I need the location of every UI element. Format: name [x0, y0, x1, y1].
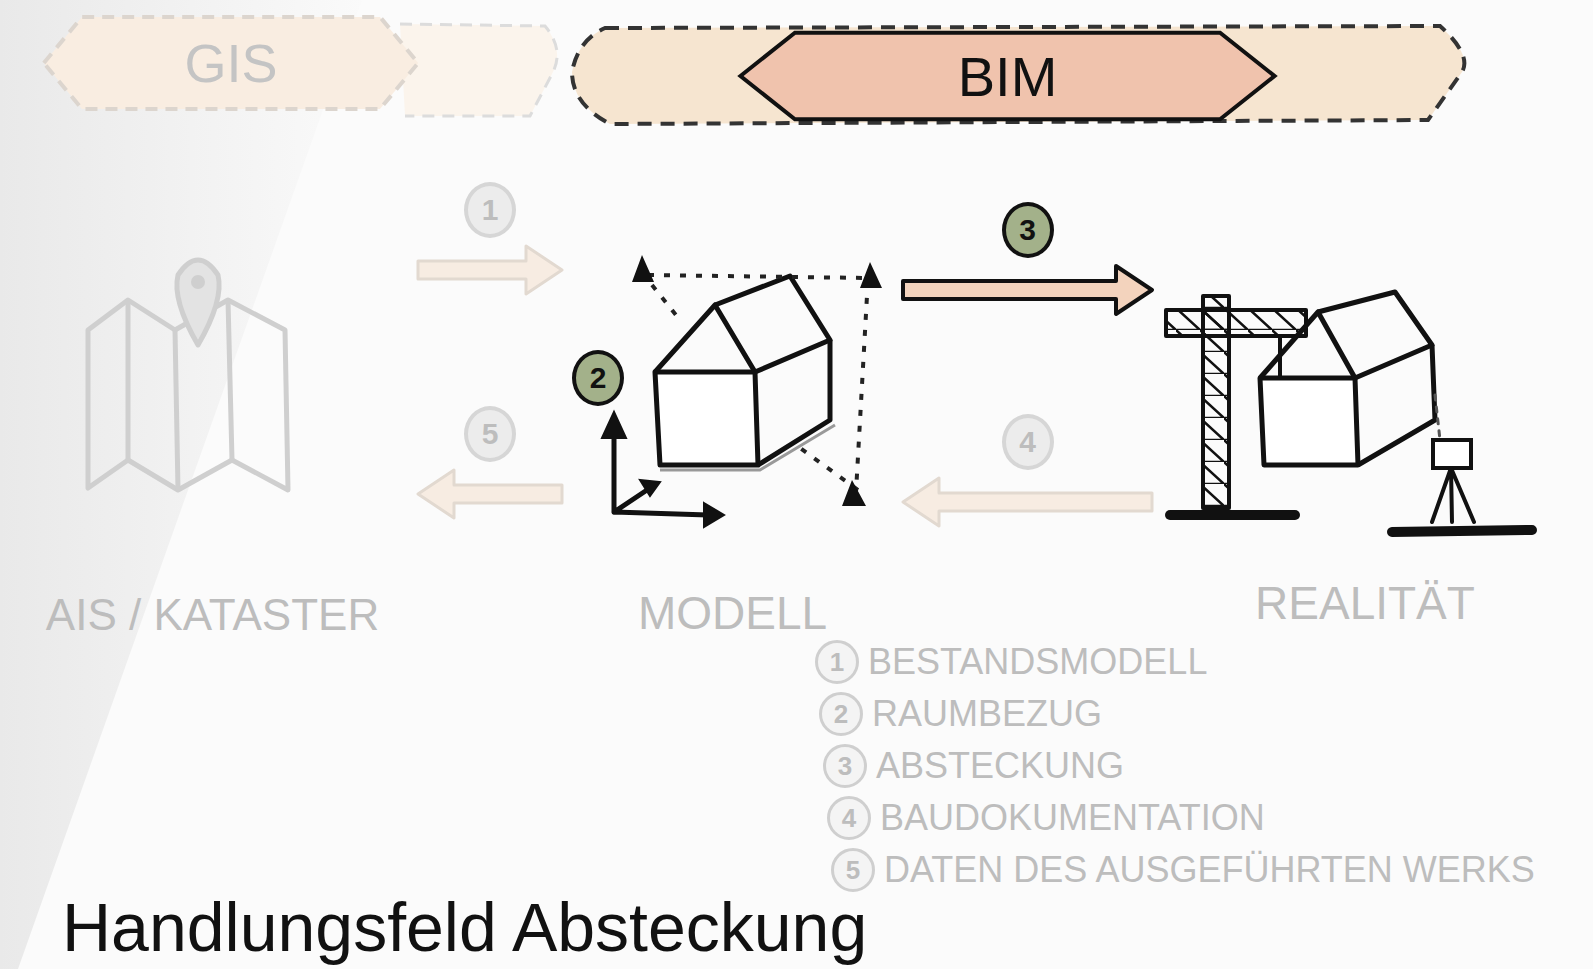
list-number: 2: [819, 692, 863, 736]
arrow-body: [903, 478, 1152, 526]
slide-title: Handlungsfeld Absteckung: [62, 893, 867, 961]
group-label: REALITÄT: [1160, 576, 1570, 630]
callout-number: 1: [464, 182, 516, 238]
list-number: 4: [827, 796, 871, 840]
list-text: RAUMBEZUG: [872, 693, 1102, 735]
house-model: [655, 276, 835, 470]
house-real: [1260, 292, 1435, 465]
group-node: AIS / KATASTER: [15, 240, 410, 640]
list-number: 5: [831, 848, 875, 892]
list-text: BAUDOKUMENTATION: [880, 797, 1265, 839]
flow-arrow: [418, 470, 562, 518]
list-number: 1: [815, 640, 859, 684]
banner-title: BIM: [958, 44, 1058, 109]
arrow-body: [418, 246, 562, 294]
page-curl: [0, 0, 362, 969]
flow-arrow: [418, 246, 562, 294]
list-text: DATEN DES AUSGEFÜHRTEN WERKS: [884, 849, 1535, 891]
callout-number: 4: [1002, 414, 1054, 470]
group-node: REALITÄT: [1160, 280, 1570, 630]
banner-title: GIS: [184, 32, 277, 94]
banner-outline: [44, 17, 418, 109]
bim-band: [572, 26, 1464, 124]
gis-band-extension: [400, 24, 557, 116]
list-number: 3: [823, 744, 867, 788]
arrow-body: [903, 266, 1152, 314]
banner-outline: [740, 33, 1274, 119]
banner-node: GIS: [40, 14, 422, 112]
list-text: BESTANDSMODELL: [868, 641, 1207, 683]
banner-node: BIM: [735, 30, 1280, 122]
map-icon: [88, 260, 288, 490]
coordinate-axes: [602, 412, 724, 527]
list-text: ABSTECKUNG: [876, 745, 1124, 787]
banner-text-wrap: BIM: [735, 30, 1280, 122]
callout-number: 2: [572, 350, 624, 406]
flow-arrow: [903, 266, 1152, 314]
control-points: [632, 255, 882, 506]
callout-number: 3: [1002, 202, 1054, 258]
group-label: MODELL: [570, 586, 895, 640]
flow-arrow: [903, 478, 1152, 526]
banner-text-wrap: GIS: [40, 14, 422, 112]
arrow-body: [418, 470, 562, 518]
total-station: [1392, 395, 1532, 532]
callout-number: 5: [464, 406, 516, 462]
group-label: AIS / KATASTER: [15, 590, 410, 640]
group-node: MODELL: [570, 250, 895, 640]
